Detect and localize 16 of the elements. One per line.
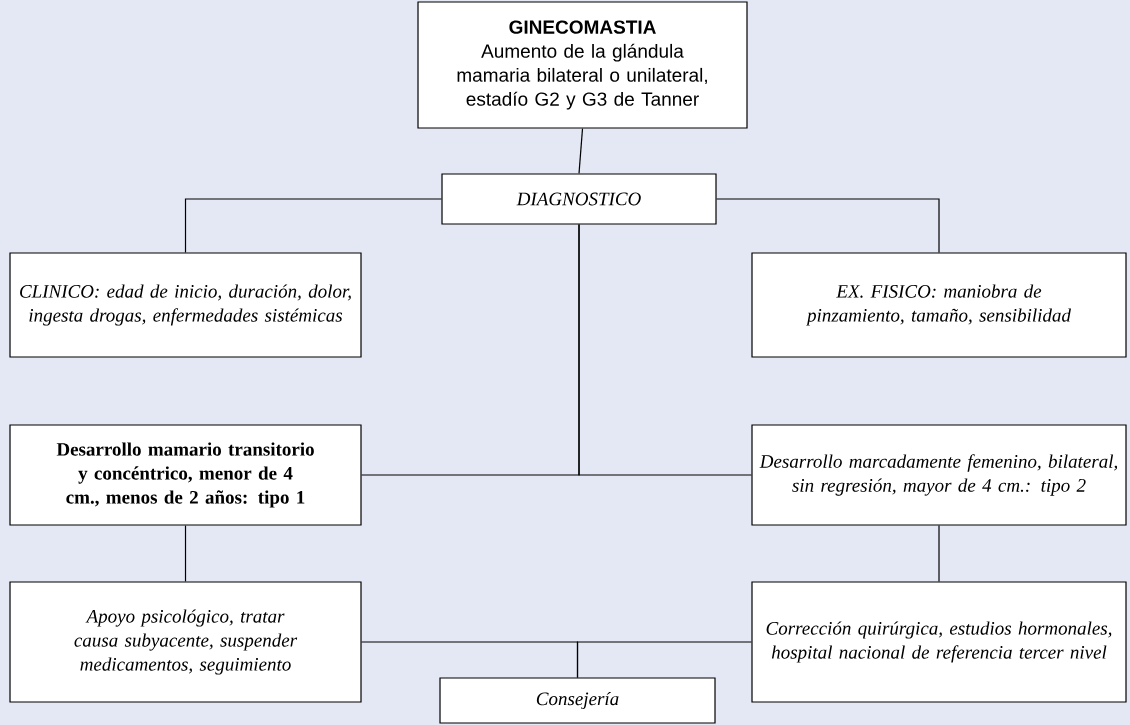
- connector-line: [578, 128, 584, 174]
- text-box: Desarrollo mamario transitorio y concéntrico, menor de 4 cm., menos de 2 años: tipo 1: [9, 424, 362, 526]
- text-box: GINECOMASTIA Aumento de la glándula mamaria bilateral o unilateral, estadío G2 y G3 de Tanner: [417, 1, 748, 129]
- text-box: CLINICO: edad de inicio, duración, dolor, ingesta drogas, enfermedades sistémicas: [9, 252, 362, 358]
- text-box: DIAGNOSTICO: [441, 173, 717, 225]
- connector-line: [938, 525, 940, 582]
- connector-line: [184, 525, 187, 582]
- text-box: Consejería: [439, 677, 716, 724]
- text-box: EX. FISICO: maniobra de pinzamiento, tamaño, sensibilidad: [751, 252, 1127, 358]
- text-box: Apoyo psicológico, tratar causa subyacente, suspender medicamentos, seguimiento: [9, 581, 362, 703]
- connector-line: [578, 224, 752, 476]
- connector-line: [716, 198, 940, 253]
- connector-line: [576, 641, 752, 678]
- text-box: Corrección quirúrgica, estudios hormonales, hospital nacional de referencia tercer nivel: [751, 581, 1127, 703]
- text-box: Desarrollo marcadamente femenino, bilateral, sin regresión, mayor de 4 cm.: tipo 2: [751, 424, 1127, 526]
- connector-line: [184, 198, 442, 253]
